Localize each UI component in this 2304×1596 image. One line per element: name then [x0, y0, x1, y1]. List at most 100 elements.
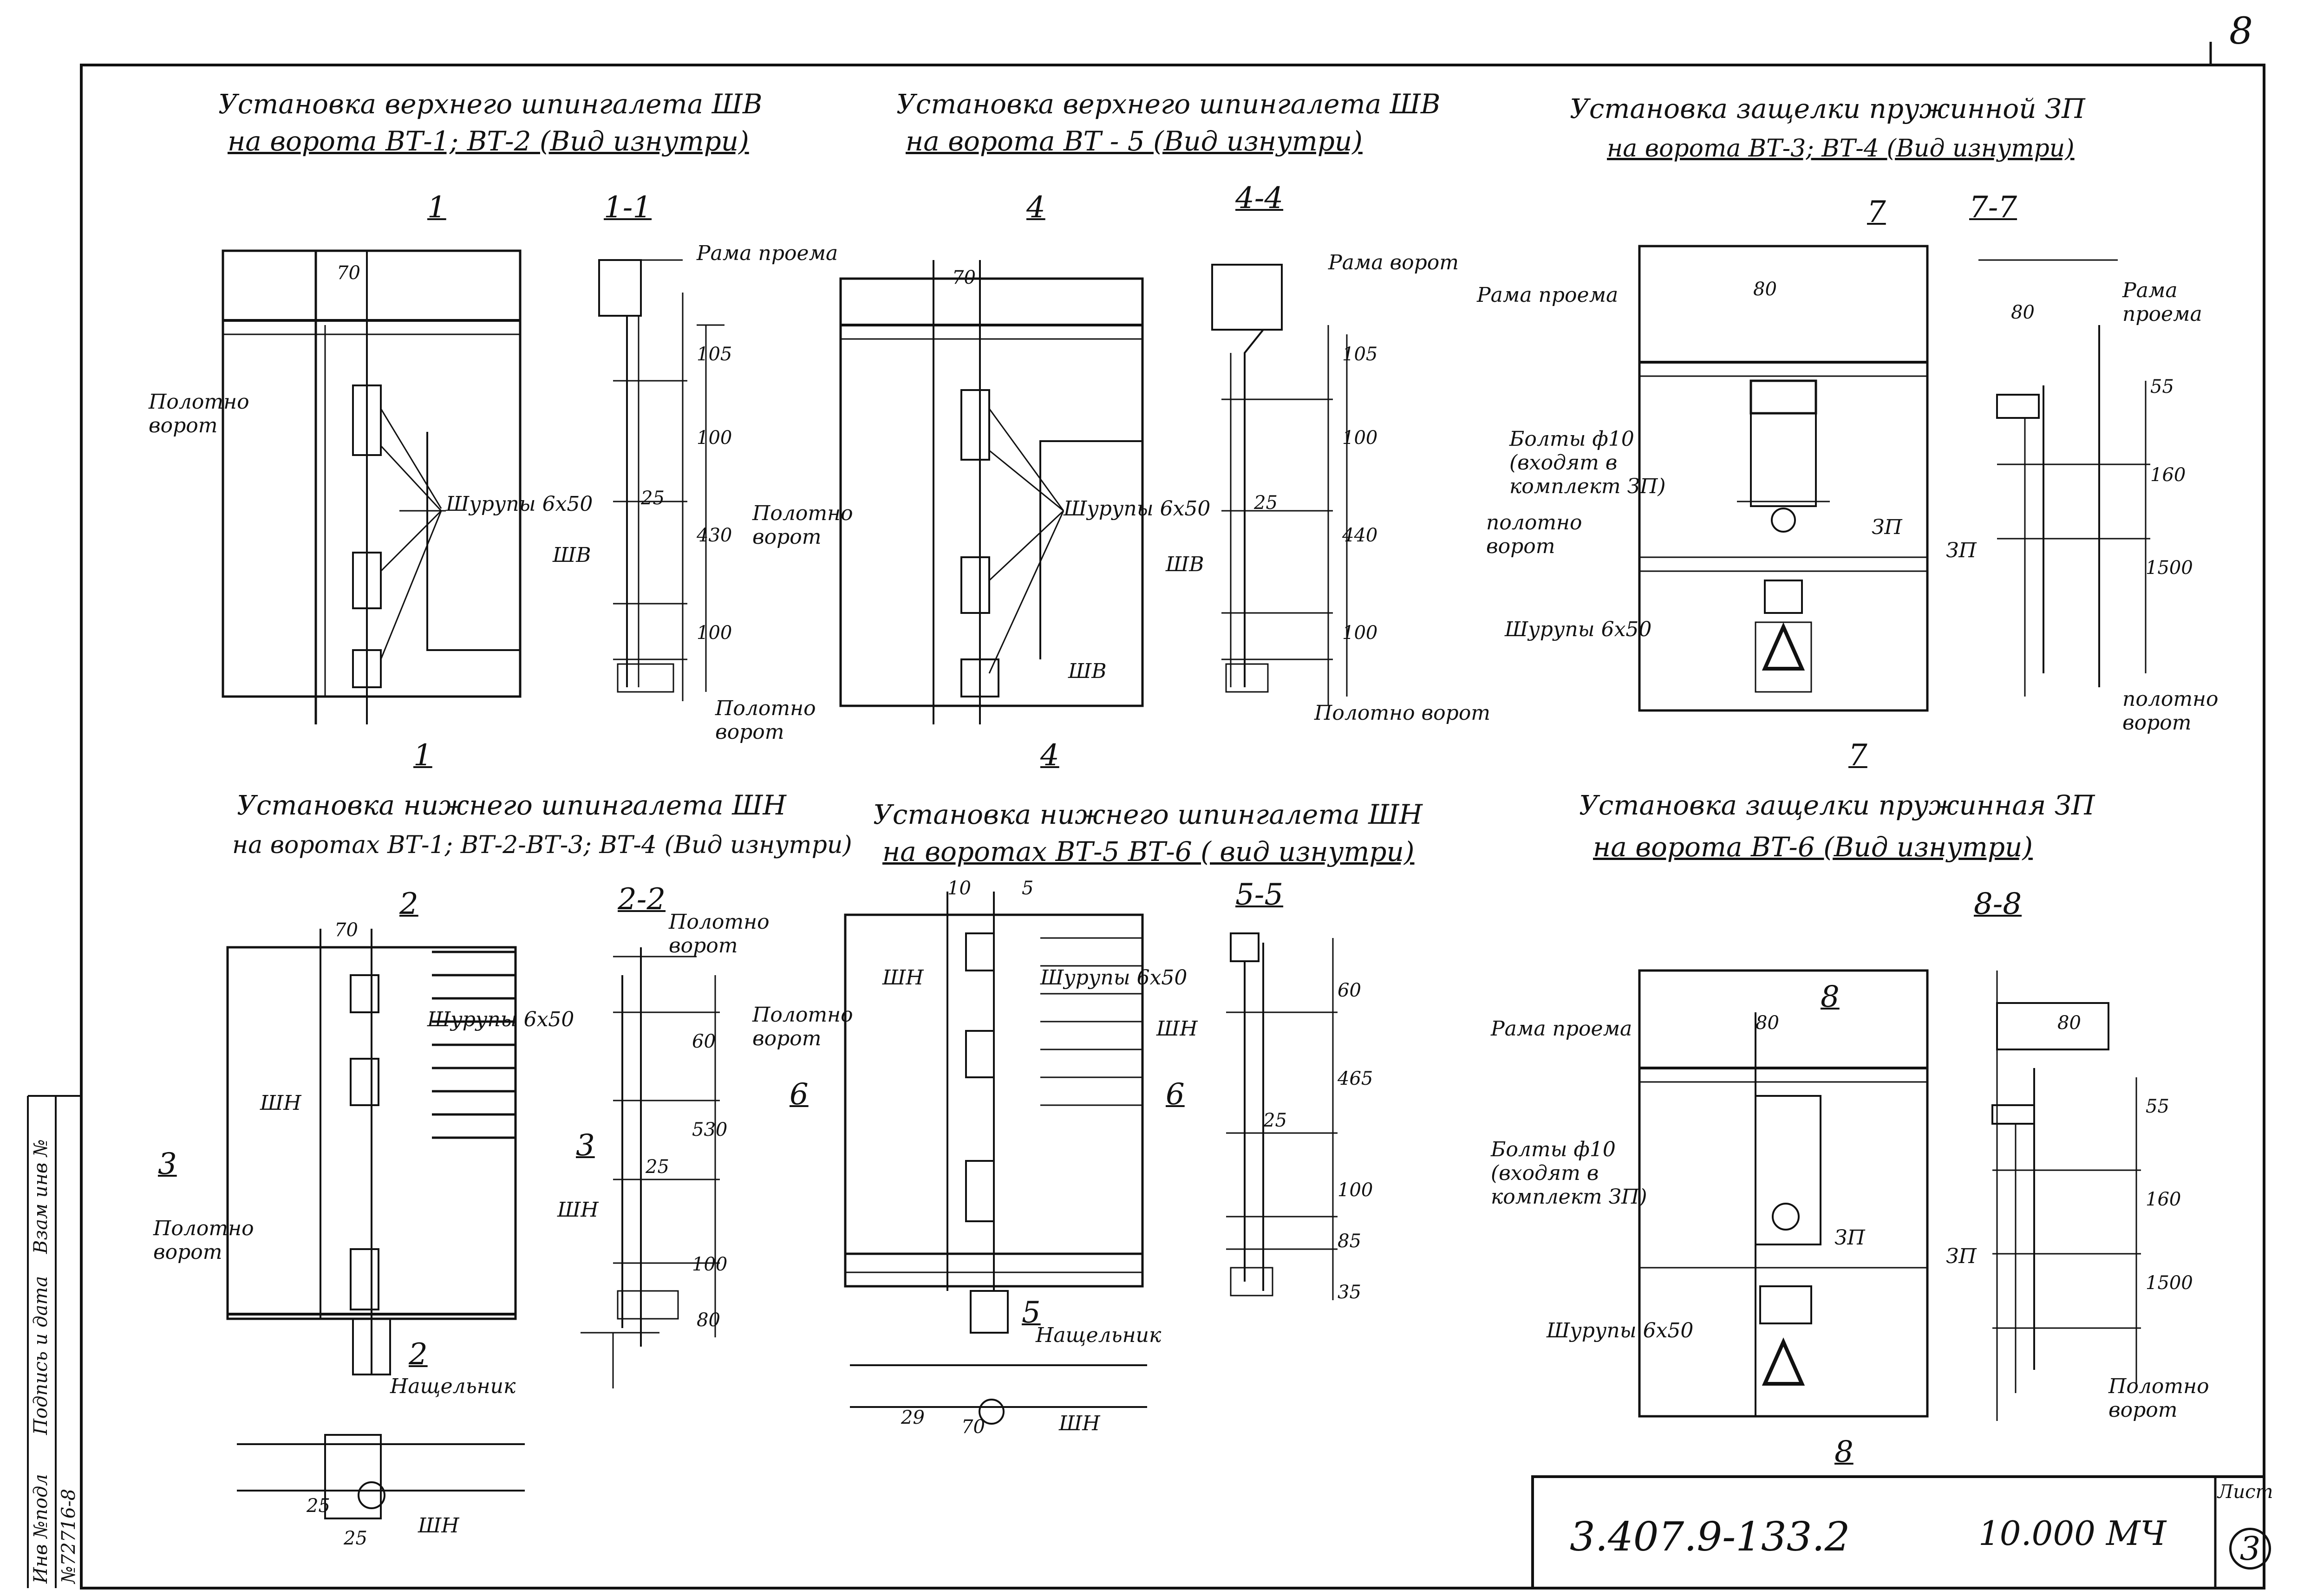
view1-cut-marker-bottom: 1	[413, 738, 432, 773]
view6-dim-55: 55	[2146, 1096, 2169, 1117]
view1-title-line2: на ворота ВТ-1; ВТ-2 (Вид изнутри)	[228, 125, 749, 157]
view5-detail-dim-29: 29	[901, 1407, 925, 1428]
view2-cut-marker: 4	[1026, 190, 1045, 225]
view6-cut-marker-bottom: 8	[1834, 1435, 1854, 1469]
sheet-label: Лист	[2218, 1481, 2273, 1503]
view2-screws-label: Шурупы 6х50	[1064, 497, 1211, 521]
view1-dim-100a: 100	[697, 427, 732, 449]
view5-dim-465: 465	[1338, 1068, 1373, 1089]
view6-latch2-label: ЗП	[1946, 1244, 1977, 1268]
view6-bolts-label: Болты ф10 (входят в комплект ЗП)	[1491, 1138, 1647, 1209]
view6-screws-label: Шурупы 6х50	[1547, 1319, 1694, 1342]
view3-leaf-label: полотно ворот	[1486, 511, 1582, 558]
view2-title-line1: Установка верхнего шпингалета ШВ	[896, 88, 1441, 120]
view1-leaf-label: Полотно ворот	[149, 390, 249, 437]
view3-title-line2: на ворота ВТ-3; ВТ-4 (Вид изнутри)	[1607, 135, 2075, 163]
view1-frame-label: Рама проема	[697, 241, 838, 265]
document-code: 10.000 МЧ	[1978, 1514, 2167, 1553]
view5-bolt-label: ШН	[882, 966, 924, 990]
view6-latch-label: ЗП	[1834, 1226, 1865, 1250]
view2-dim-70: 70	[952, 267, 976, 288]
view3-title-line1: Установка защелки пружинной ЗП	[1570, 93, 2085, 124]
view4-screws-label: Шурупы 6х50	[427, 1008, 574, 1031]
view4-dim-25: 25	[646, 1156, 669, 1178]
view4-section-bolt-label: ШН	[557, 1198, 599, 1222]
view3-section-title: 7-7	[1969, 190, 2017, 225]
view3-section-dim-80: 80	[2011, 302, 2035, 323]
strip-sign-date: Подпись и дата	[30, 1276, 52, 1435]
view1-bolt-label: ШВ	[553, 543, 591, 567]
view4-dim-530: 530	[692, 1119, 728, 1140]
view6-section-title: 8-8	[1974, 887, 2022, 921]
view5-title-line2: на воротах ВТ-5 ВТ-6 ( вид изнутри)	[882, 836, 1415, 867]
sheet-number: 3	[2229, 1528, 2271, 1570]
view4-bolt-label: ШН	[260, 1091, 301, 1115]
view5-bolt3-label: ШН	[1059, 1412, 1100, 1435]
view2-leaf2-label: Полотно ворот	[1314, 701, 1491, 725]
strip-inv-number: №72716-8	[58, 1488, 79, 1583]
view3-screws-label: Шурупы 6х50	[1505, 618, 1652, 641]
view4-section-title: 2-2	[618, 882, 666, 917]
view5-screws-label: Шурупы 6х50	[1040, 966, 1188, 990]
view1-dim-70: 70	[337, 262, 360, 284]
view6-section-dim-80: 80	[2057, 1012, 2081, 1034]
view2-dim-25: 25	[1254, 492, 1278, 514]
view5-title-line1: Установка нижнего шпингалета ШН	[873, 799, 1423, 830]
view2-frame-label: Рама ворот	[1328, 251, 1459, 274]
view1-dim-25: 25	[641, 488, 665, 509]
designation-code: 3.407.9-133.2	[1570, 1514, 1850, 1560]
view3-frame2-label: Рама проема	[2122, 279, 2202, 326]
view4-cut-marker-3-section: 3	[576, 1128, 595, 1163]
view2-dim-100b: 100	[1342, 622, 1378, 644]
view5-dim-10: 10	[947, 878, 971, 899]
view3-bolts-label: Болты ф10 (входят в комплект ЗП)	[1509, 427, 1666, 498]
view4-dim-80: 80	[697, 1309, 720, 1331]
view4-leaf-label: Полотно ворот	[669, 910, 770, 958]
view5-section-title: 5-5	[1235, 878, 1284, 912]
view2-leaf-label: Полотно ворот	[752, 502, 853, 549]
view4-cut-marker-3: 3	[158, 1147, 177, 1181]
view4-dim-60: 60	[692, 1031, 716, 1052]
view4-dim-70: 70	[334, 919, 358, 941]
strip-inv-orig: Инв №подл	[30, 1474, 52, 1583]
view5-dim-85: 85	[1338, 1231, 1361, 1252]
view4-title-line2: на воротах ВТ-1; ВТ-2-ВТ-3; ВТ-4 (Вид из…	[232, 831, 852, 859]
view3-cut-marker-bottom: 7	[1848, 738, 1867, 773]
view3-dim-1500: 1500	[2146, 557, 2193, 579]
view4-cut-marker-bottom: 2	[409, 1337, 428, 1372]
view1-leaf2-label: Полотно ворот	[715, 697, 816, 744]
view2-dim-440: 440	[1342, 525, 1378, 546]
view5-dim-60: 60	[1338, 980, 1361, 1001]
view3-cut-marker: 7	[1867, 195, 1886, 229]
view6-title-line1: Установка защелки пружинная ЗП	[1579, 789, 2095, 821]
view4-detail-dim-25a: 25	[307, 1495, 330, 1517]
view2-section-title: 4-4	[1235, 181, 1284, 215]
view2-dim-105: 105	[1342, 344, 1378, 365]
view1-title-line1: Установка верхнего шпингалета ШВ	[218, 88, 763, 120]
view2-bolt-label: ШВ	[1166, 553, 1204, 576]
view4-cut-marker: 2	[399, 887, 418, 921]
view6-title-line2: на ворота ВТ-6 (Вид изнутри)	[1593, 831, 2033, 863]
view2-title-line2: на ворота ВТ - 5 (Вид изнутри)	[906, 125, 1363, 157]
view5-leaf-label: Полотно ворот	[752, 1003, 853, 1050]
view4-dim-100: 100	[692, 1254, 728, 1275]
view6-dim-80: 80	[1756, 1012, 1779, 1034]
view2-bolt-bottom-label: ШВ	[1068, 659, 1107, 683]
view1-cut-marker: 1	[427, 190, 446, 225]
view5-section-bolt-label: ШН	[1156, 1017, 1198, 1041]
view5-dim-25: 25	[1263, 1110, 1287, 1131]
view2-dim-100a: 100	[1342, 427, 1378, 449]
view6-cut-marker: 8	[1821, 980, 1840, 1014]
view3-frame-label: Рама проема	[1477, 283, 1619, 307]
view5-cut-marker-bottom: 5	[1022, 1296, 1041, 1330]
view2-cut-marker-bottom: 4	[1040, 738, 1059, 773]
strip-replace-inv: Взам инв №	[30, 1139, 52, 1254]
view5-dim-35: 35	[1338, 1282, 1361, 1303]
view4-bolt2-label: ШН	[418, 1514, 459, 1537]
view1-screws-label: Шурупы 6х50	[446, 492, 593, 516]
view6-dim-1500: 1500	[2146, 1272, 2193, 1294]
view3-dim-55: 55	[2150, 376, 2174, 397]
view6-frame-label: Рама проема	[1491, 1017, 1632, 1041]
